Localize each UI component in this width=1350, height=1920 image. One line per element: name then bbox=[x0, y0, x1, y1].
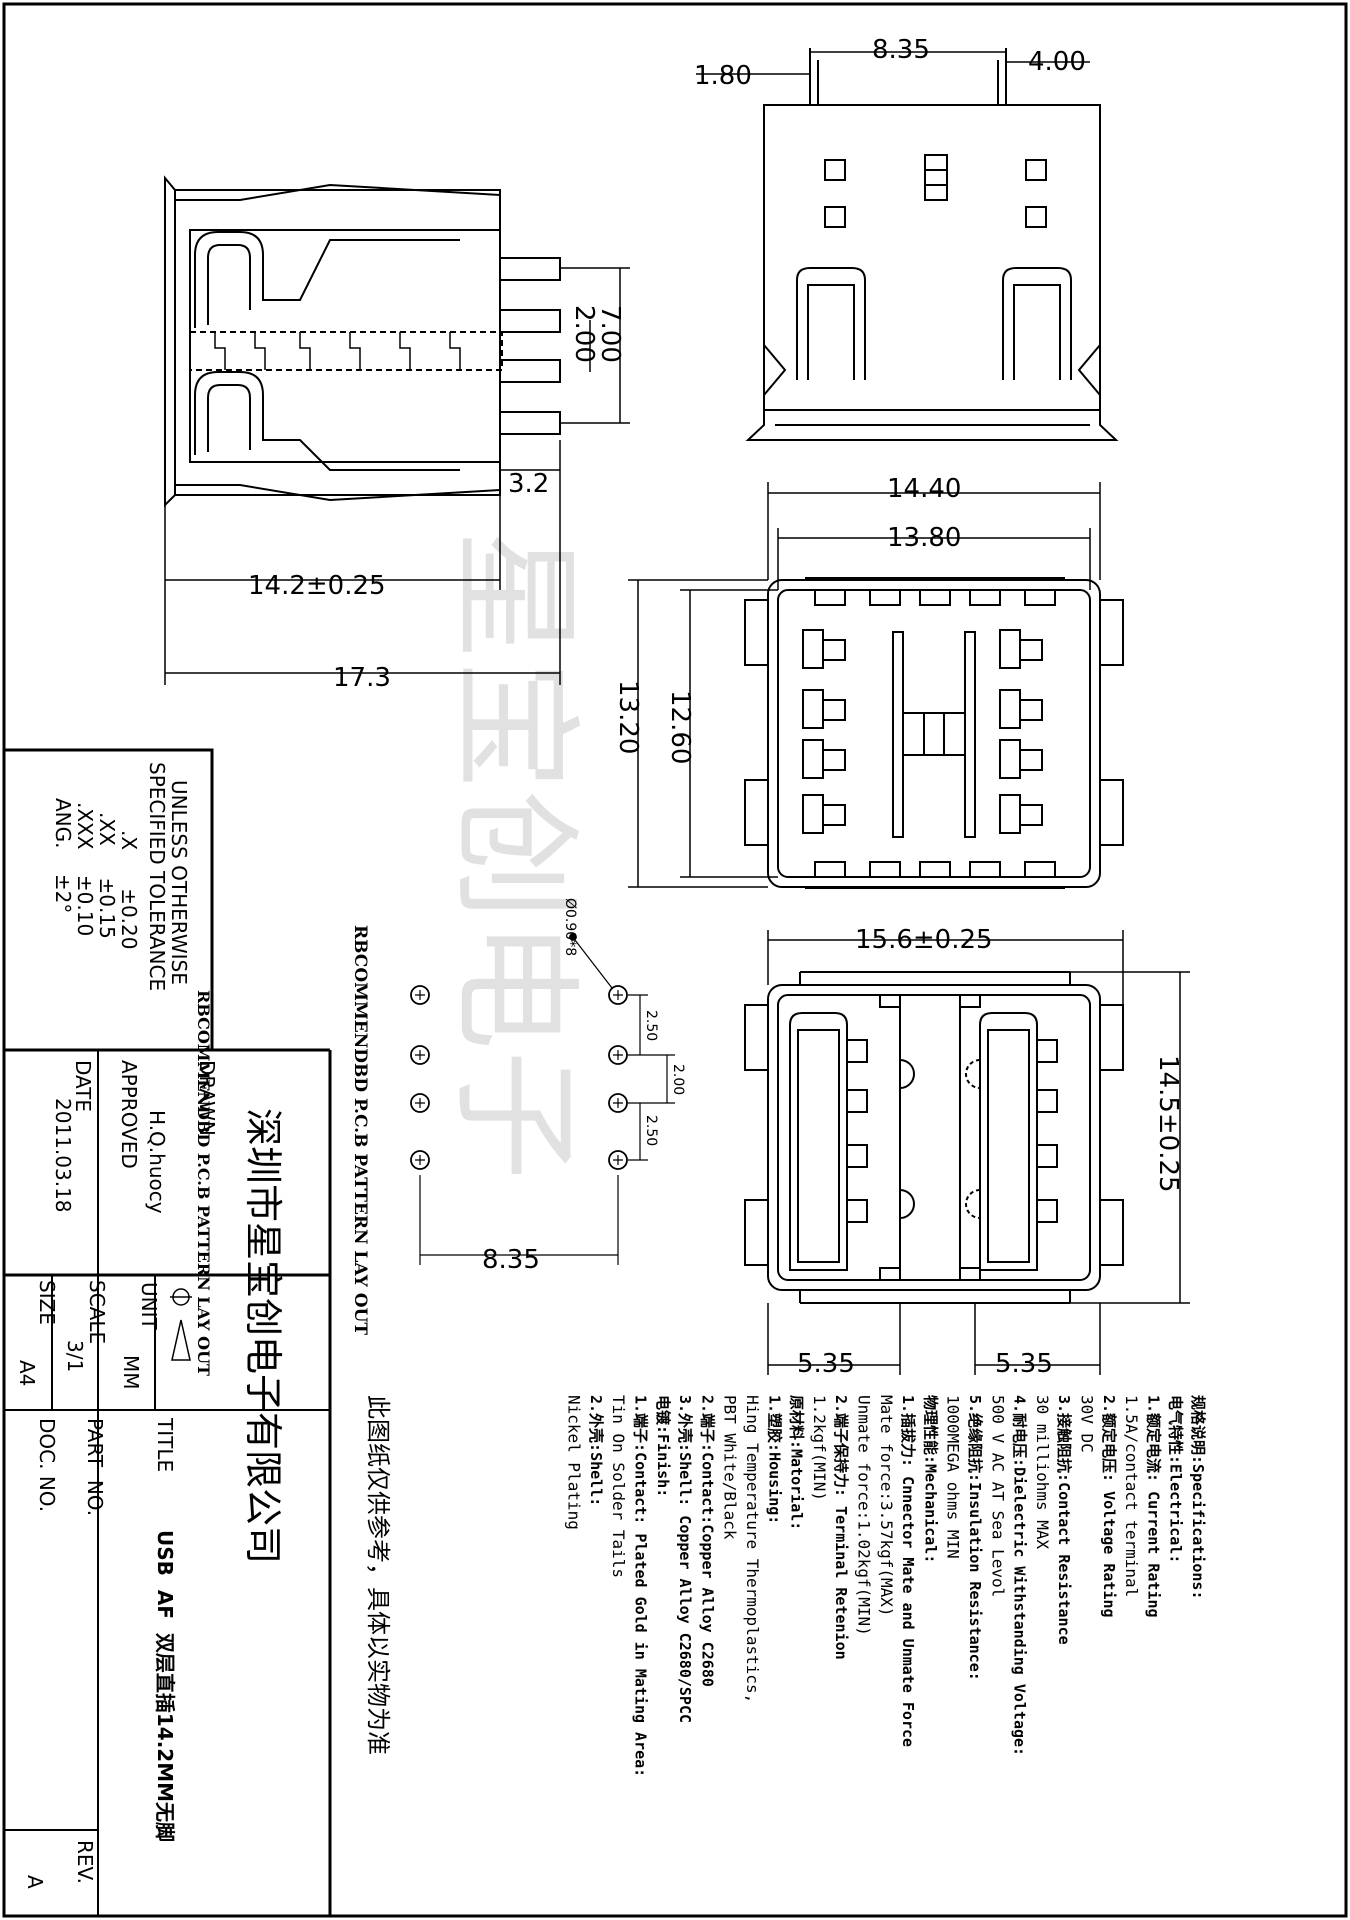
company-name: 深圳市星宝创电子有限公司 bbox=[241, 1108, 285, 1564]
doc-no-label: DOC. NO. bbox=[35, 1418, 59, 1512]
dim-front-outer-w: 14.40 bbox=[887, 474, 961, 504]
unit-label: UNIT bbox=[137, 1282, 161, 1330]
approved-label: APPROVED bbox=[117, 1060, 141, 1169]
spec-line: 1.5A/contact terminal bbox=[1122, 1395, 1141, 1597]
dim-bottom-width: 15.6±0.25 bbox=[855, 925, 993, 955]
pcb-hole bbox=[410, 1045, 430, 1065]
spec-line: 30V DC bbox=[1078, 1395, 1097, 1453]
size-label: SIZE bbox=[35, 1280, 59, 1325]
spec-line: Unmate force:1.02kgf(MIN) bbox=[855, 1395, 874, 1636]
tolerance-heading-1: UNLESS OTHERWISE bbox=[167, 780, 191, 985]
spec-line: 3.外壳:Shell: Copper Alloy C2680/SPCC bbox=[676, 1395, 694, 1723]
spec-line: Nickel Plating bbox=[565, 1395, 584, 1530]
spec-line: 4.耐电压:Dielectric Withstanding Voltage: bbox=[1011, 1395, 1029, 1756]
pcb-title-ghost: RBCOMMENDBD P.C.B PATTERN LAY OUT bbox=[194, 990, 213, 1376]
date-value: 2011.03.18 bbox=[51, 1098, 75, 1213]
dim-bottom-right: 5.35 bbox=[995, 1349, 1053, 1379]
spec-line: 规格说明:Specifications: bbox=[1189, 1395, 1207, 1600]
dim-top-right: 4.00 bbox=[1028, 47, 1086, 77]
pcb-pitch-a: 2.50 bbox=[643, 1010, 659, 1041]
pcb-width-dim: 8.35 bbox=[482, 1245, 540, 1275]
spec-line: 2.端子:Contact:Copper Alloy C2680 bbox=[698, 1395, 716, 1687]
bottom-view bbox=[744, 930, 1190, 1375]
pcb-pitch-b: 2.00 bbox=[670, 1064, 686, 1095]
spec-line: PBT White/Black bbox=[721, 1395, 740, 1540]
spec-line: 1.塑胶:Housing: bbox=[765, 1395, 783, 1524]
dim-top-width: 8.35 bbox=[872, 35, 930, 65]
dim-side-total: 17.3 bbox=[333, 663, 391, 693]
side-view bbox=[164, 175, 630, 685]
spec-line: 1.2kgf(MIN) bbox=[810, 1395, 829, 1501]
spec-line: 原材料:Matorial: bbox=[788, 1395, 806, 1530]
dim-bottom-height: 14.5±0.25 bbox=[1153, 1055, 1183, 1193]
scale-value: 3/1 bbox=[63, 1340, 87, 1372]
spec-line: 1.端子:Contact: Plated Gold in Mating Area… bbox=[632, 1395, 650, 1777]
spec-line: 1.插拔力: Cnnector Mate and Unmate Force bbox=[899, 1395, 917, 1747]
dim-side-pitch: 2.00 bbox=[569, 305, 599, 363]
svg-text:星宝创电子: 星宝创电子 bbox=[439, 530, 591, 1180]
tolerance-row: ANG. ±2° bbox=[51, 798, 75, 913]
watermark: 星宝创电子 bbox=[439, 530, 591, 1180]
tolerance-row: .XX ±0.15 bbox=[95, 812, 119, 939]
rev-value: A bbox=[23, 1875, 47, 1889]
pcb-hole bbox=[608, 985, 628, 1005]
pcb-hole-label: Ø0.90*8 bbox=[562, 898, 578, 956]
spec-line: Mate force:3.57kgf(MAX) bbox=[877, 1395, 896, 1617]
spec-line: 2.端子保持力: Terminal Retenion bbox=[832, 1395, 850, 1660]
spec-line: Hing Temperature Thermoplastics, bbox=[743, 1395, 762, 1703]
dim-side-height: 7.00 bbox=[595, 305, 625, 363]
pcb-hole bbox=[608, 1150, 628, 1170]
pcb-hole bbox=[608, 1045, 628, 1065]
spec-line: 2.额定电压: Voltage Rating bbox=[1100, 1395, 1118, 1618]
spec-line: 电气特性:Electrical: bbox=[1167, 1395, 1185, 1563]
dim-side-pin: 3.2 bbox=[508, 469, 549, 499]
spec-line: 电镀:Finish: bbox=[654, 1395, 672, 1497]
dim-top-left: 1.80 bbox=[694, 61, 752, 91]
dim-front-outer-h: 13.20 bbox=[613, 680, 643, 754]
top-view bbox=[696, 48, 1119, 441]
spec-line: 5.绝缘阻抗:Insulation Resistance: bbox=[966, 1395, 984, 1681]
tolerance-row: .XXX ±0.10 bbox=[73, 802, 97, 936]
drawn-value: H.Q.huocy bbox=[145, 1110, 169, 1214]
pcb-title: RBCOMMENDBD P.C.B PATTERN LAY OUT bbox=[350, 925, 370, 1335]
unit-value: MM bbox=[119, 1355, 143, 1390]
pcb-hole bbox=[608, 1093, 628, 1113]
date-label: DATE bbox=[71, 1060, 95, 1112]
spec-line: 500 V AC AT Sea Levol bbox=[988, 1395, 1007, 1597]
title-value: USB AF 双层直插14.2MM无脚 bbox=[153, 1530, 177, 1842]
tolerance-row: .X ±0.20 bbox=[117, 830, 141, 950]
spec-line: 1.额定电流: Current Rating bbox=[1144, 1395, 1162, 1618]
pcb-pitch-c: 2.50 bbox=[643, 1115, 659, 1146]
title-label: TITLE bbox=[153, 1417, 177, 1472]
spec-line: 1000MEGA ohms MIN bbox=[944, 1395, 963, 1559]
size-value: A4 bbox=[15, 1360, 39, 1386]
reference-note: 此图纸仅供参考，具体以实物为准 bbox=[364, 1395, 392, 1755]
title-block bbox=[4, 748, 332, 1916]
front-view bbox=[628, 482, 1124, 889]
spec-line: 2.外壳:Shell: bbox=[587, 1395, 605, 1506]
spec-line: 物理性能:Mechanical: bbox=[921, 1395, 939, 1563]
pcb-hole bbox=[410, 1150, 430, 1170]
pcb-hole bbox=[410, 1093, 430, 1113]
spec-line: 3.接触阻抗:Contact Resistance bbox=[1055, 1395, 1073, 1645]
rev-label: REV. bbox=[73, 1840, 97, 1884]
dim-bottom-left: 5.35 bbox=[797, 1349, 855, 1379]
scale-label: SCALE bbox=[85, 1280, 109, 1344]
part-no-label: PART NO. bbox=[83, 1418, 107, 1516]
specifications: 规格说明:Specifications:电气特性:Electrical: 1.额… bbox=[565, 1395, 1207, 1777]
pcb-hole bbox=[410, 985, 430, 1005]
dim-side-body: 14.2±0.25 bbox=[248, 571, 386, 601]
tolerance-heading-2: SPECIFIED TOLERANCE bbox=[145, 762, 169, 991]
dim-front-inner-w: 13.80 bbox=[887, 523, 961, 553]
drawn-label: DRAWN bbox=[195, 1060, 219, 1136]
dim-front-inner-h: 12.60 bbox=[665, 690, 695, 764]
spec-line: Tin On Solder Tails bbox=[609, 1395, 628, 1578]
spec-line: 30 milliohms MAX bbox=[1033, 1395, 1052, 1549]
pcb-layout bbox=[410, 933, 675, 1265]
